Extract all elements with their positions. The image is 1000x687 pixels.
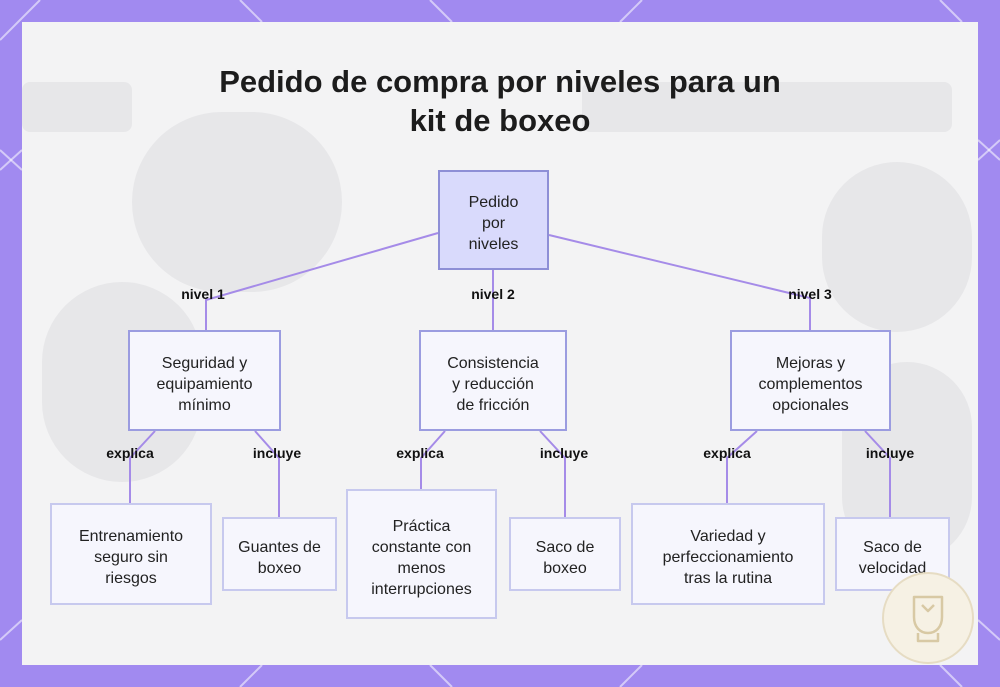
node-text: riesgos (105, 568, 157, 589)
node-text: boxeo (258, 558, 302, 579)
node-text: de fricción (457, 395, 530, 416)
root-node: Pedido por niveles (438, 170, 549, 270)
level-node-3: Mejoras y complementos opcionales (730, 330, 891, 431)
node-text: menos (397, 558, 445, 579)
node-text: constante con (372, 537, 472, 558)
leaf-node-explica-1: Entrenamiento seguro sin riesgos (50, 503, 212, 605)
edge-label-incluye: incluye (540, 445, 588, 461)
leaf-node-incluye-2: Saco de boxeo (509, 517, 621, 591)
node-text: seguro sin (94, 547, 168, 568)
edge-label-incluye: incluye (253, 445, 301, 461)
logo-badge (882, 572, 974, 664)
leaf-node-explica-2: Práctica constante con menos interrupcio… (346, 489, 497, 619)
connector-incluye-2 (540, 431, 565, 517)
node-text: Guantes de (238, 537, 321, 558)
node-text: Consistencia (447, 353, 539, 374)
node-text: interrupciones (371, 579, 472, 600)
node-text: boxeo (543, 558, 587, 579)
edge-label-explica: explica (396, 445, 443, 461)
boxing-glove-icon (904, 591, 952, 645)
connector-nivel-3 (549, 235, 810, 330)
connector-explica-3 (727, 431, 757, 503)
node-text: Seguridad y (162, 353, 247, 374)
edge-label-nivel-1: nivel 1 (181, 286, 225, 302)
node-text: Variedad y (690, 526, 765, 547)
node-text: perfeccionamiento (663, 547, 794, 568)
level-node-2: Consistencia y reducción de fricción (419, 330, 567, 431)
node-text: y reducción (452, 374, 534, 395)
node-text: Entrenamiento (79, 526, 183, 547)
node-text: complementos (758, 374, 862, 395)
node-text: tras la rutina (684, 568, 772, 589)
node-text: opcionales (772, 395, 849, 416)
connector-incluye-3 (865, 431, 890, 517)
node-text: Pedido (469, 192, 519, 213)
leaf-node-incluye-1: Guantes de boxeo (222, 517, 337, 591)
leaf-node-explica-3: Variedad y perfeccionamiento tras la rut… (631, 503, 825, 605)
edge-label-incluye: incluye (866, 445, 914, 461)
edge-label-nivel-2: nivel 2 (471, 286, 515, 302)
node-text: Práctica (393, 516, 451, 537)
connector-explica-1 (130, 431, 155, 503)
connector-nivel-1 (206, 233, 438, 330)
node-text: por (482, 213, 505, 234)
node-text: Mejoras y (776, 353, 845, 374)
edge-label-nivel-3: nivel 3 (788, 286, 832, 302)
node-text: equipamiento (156, 374, 252, 395)
node-text: Saco de (863, 537, 922, 558)
connector-incluye-1 (255, 431, 279, 517)
node-text: mínimo (178, 395, 230, 416)
node-text: Saco de (536, 537, 595, 558)
level-node-1: Seguridad y equipamiento mínimo (128, 330, 281, 431)
node-text: niveles (469, 234, 519, 255)
edge-label-explica: explica (106, 445, 153, 461)
edge-label-explica: explica (703, 445, 750, 461)
